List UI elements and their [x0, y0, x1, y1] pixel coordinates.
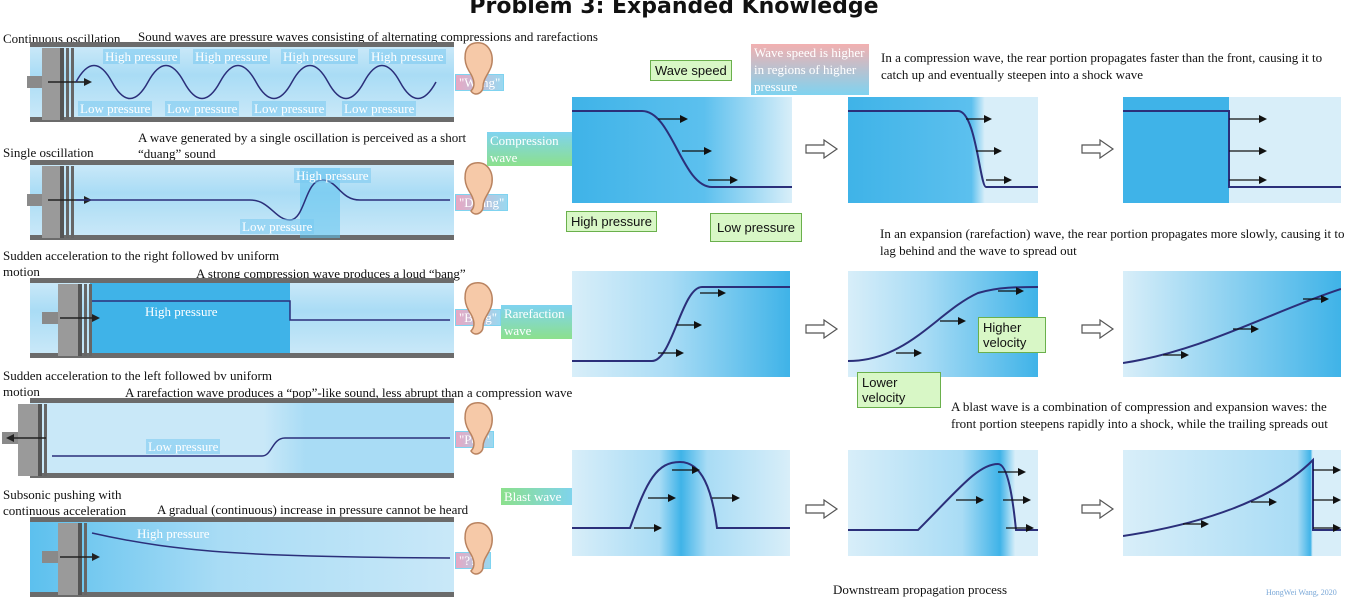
row-desc-single: A wave generated by a single oscillation… — [138, 130, 467, 161]
note-blast: A blast wave is a combination of compres… — [951, 399, 1328, 431]
page-title: Problem 3: Expanded Knowledge — [469, 0, 879, 19]
tube-wall-bottom — [30, 592, 454, 597]
tube-wall-top — [30, 278, 454, 283]
label-low-pressure: Low pressure — [78, 101, 153, 116]
label-high-pressure: High pressure — [137, 526, 210, 541]
note-expansion: In an expansion (rarefaction) wave, the … — [880, 226, 1345, 258]
arrow-right-icon — [1081, 138, 1115, 160]
ear-icon — [464, 42, 493, 575]
tag-blast-wave: Blast wave — [501, 488, 575, 505]
tube-wall-top — [30, 42, 454, 47]
arrow-right-icon — [1081, 318, 1115, 340]
credit: HongWei Wang, 2020 — [1266, 588, 1337, 597]
blast-panel-1 — [572, 450, 790, 556]
tube-wall-top — [30, 517, 454, 522]
label-high-pressure: High pressure — [193, 49, 270, 64]
label-low-pressure: Low pressure — [146, 439, 221, 454]
blast-panel-2 — [848, 450, 1038, 556]
gradual-increase-svg — [42, 523, 451, 595]
label-high-pressure: High pressure — [369, 49, 446, 64]
label-high-pressure: High pressure — [294, 168, 371, 183]
callout-wave-speed: Wave speed — [650, 60, 732, 81]
callout-low-pressure: Low pressure — [710, 213, 803, 242]
row-desc-bang: A strong compression wave produces a lou… — [196, 266, 466, 281]
row-label-single: Single oscillation — [3, 145, 94, 160]
row-label-sudden-left: Sudden acceleration to the left followed… — [3, 368, 272, 399]
compression-panel-3 — [1123, 97, 1341, 203]
tube-wall-bottom — [30, 473, 454, 478]
label-low-pressure: Low pressure — [240, 219, 315, 234]
oscillation-wave-svg — [27, 48, 437, 120]
note-compression: In a compression wave, the rear portion … — [881, 50, 1323, 82]
row-desc-pop: A rarefaction wave produces a “pop”-like… — [125, 385, 573, 400]
tube-wall-bottom — [30, 117, 454, 122]
arrow-right-icon — [805, 138, 839, 160]
tube-wall-top — [30, 398, 454, 403]
compression-panel-2 — [848, 97, 1038, 203]
rarefaction-panel-3 — [1123, 271, 1341, 377]
label-low-pressure: Low pressure — [252, 101, 327, 116]
high-pressure-region — [90, 283, 290, 353]
compression-step-svg — [42, 284, 450, 356]
tube-wall-top — [30, 160, 454, 165]
label-low-pressure: Low pressure — [165, 101, 240, 116]
callout-higher-velocity: Higher velocity — [978, 317, 1046, 353]
rarefaction-panel-2 — [848, 271, 1038, 377]
rarefaction-step-svg — [2, 404, 450, 476]
label-high-pressure: High pressure — [145, 304, 218, 319]
blast-panel-3 — [1123, 450, 1341, 556]
arrow-right-icon — [805, 498, 839, 520]
tube-wall-bottom — [30, 353, 454, 358]
tag-rarefaction-wave: Rarefaction wave — [501, 305, 577, 339]
tube-wall-bottom — [30, 235, 454, 240]
compression-panel-1 — [572, 97, 792, 203]
callout-lower-velocity: Lower velocity — [857, 372, 941, 408]
row-label-sudden-right: Sudden acceleration to the right followe… — [3, 248, 280, 279]
ear-icons — [464, 42, 493, 575]
row-label-subsonic: Subsonic pushing with continuous acceler… — [3, 487, 127, 518]
footer-caption: Downstream propagation process — [833, 582, 1008, 597]
arrow-right-icon — [805, 318, 839, 340]
label-low-pressure: Low pressure — [342, 101, 417, 116]
row-desc-continuous: Sound waves are pressure waves consistin… — [138, 29, 598, 44]
label-high-pressure: High pressure — [103, 49, 180, 64]
single-pulse-svg — [27, 166, 450, 238]
rarefaction-panel-1 — [572, 271, 790, 377]
label-high-pressure: High pressure — [281, 49, 358, 64]
wave-speed-note: Wave speed is higher in regions of highe… — [751, 44, 869, 95]
arrow-right-icon — [1081, 498, 1115, 520]
row-desc-unheard: A gradual (continuous) increase in press… — [157, 502, 469, 517]
callout-high-pressure: High pressure — [566, 211, 657, 232]
tag-compression-wave: Compression wave — [487, 132, 573, 166]
